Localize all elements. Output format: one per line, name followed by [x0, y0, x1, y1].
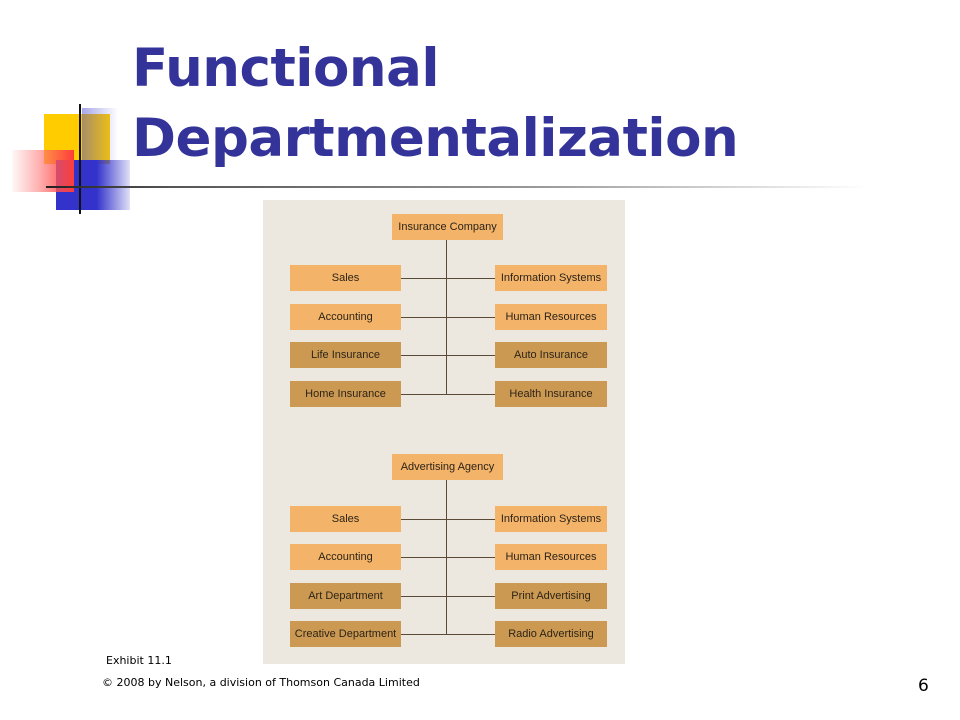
org-node: Information Systems	[495, 265, 607, 291]
branch-line	[401, 519, 495, 520]
slide-title-line2: Departmentalization	[132, 108, 739, 169]
exhibit-caption: Exhibit 11.1	[106, 654, 172, 667]
branch-line	[401, 317, 495, 318]
slide-title-line1: Functional	[132, 38, 440, 99]
branch-line	[401, 355, 495, 356]
org-root-advertising: Advertising Agency	[392, 454, 503, 480]
branch-line	[401, 634, 495, 635]
org-node: Accounting	[290, 304, 401, 330]
org-node: Sales	[290, 265, 401, 291]
org-node: Human Resources	[495, 544, 607, 570]
branch-line	[401, 278, 495, 279]
org-node: Information Systems	[495, 506, 607, 532]
org-chart-panel: Insurance Company Sales Accounting Life …	[263, 200, 625, 664]
org-node: Auto Insurance	[495, 342, 607, 368]
org-node: Life Insurance	[290, 342, 401, 368]
org-node: Home Insurance	[290, 381, 401, 407]
org-node: Print Advertising	[495, 583, 607, 609]
org-root-insurance: Insurance Company	[392, 214, 503, 240]
org-node: Human Resources	[495, 304, 607, 330]
branch-line	[401, 557, 495, 558]
title-underline	[46, 186, 866, 188]
decor-red-square	[12, 150, 74, 192]
branch-line	[401, 394, 495, 395]
decor-blue-fade	[82, 108, 118, 160]
decor-vertical-line	[79, 104, 81, 214]
slide-title: Functional Departmentalization	[132, 34, 739, 174]
org-node: Accounting	[290, 544, 401, 570]
org-node: Art Department	[290, 583, 401, 609]
org-node: Sales	[290, 506, 401, 532]
org-node: Creative Department	[290, 621, 401, 647]
org-node: Radio Advertising	[495, 621, 607, 647]
branch-line	[401, 596, 495, 597]
page-number: 6	[918, 676, 929, 696]
copyright-notice: © 2008 by Nelson, a division of Thomson …	[102, 676, 420, 689]
org-node: Health Insurance	[495, 381, 607, 407]
